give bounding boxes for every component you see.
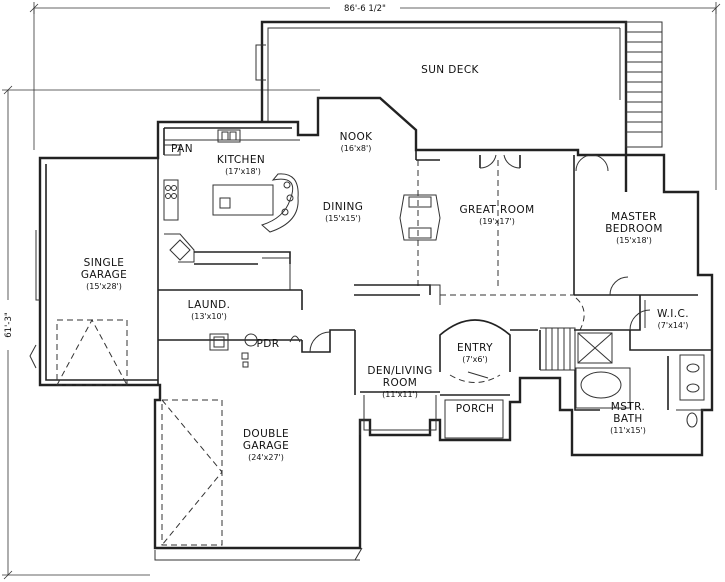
label-master-bedroom-2: BEDROOM [605,223,663,235]
fireplace [399,194,441,241]
exterior-walls [29,96,714,550]
label-master-bath-1: MSTR. [611,401,645,413]
den-porch [359,391,510,439]
label-den-2: ROOM [383,377,417,389]
label-laundry: LAUND. [188,299,231,311]
label-powder: PDR [257,338,280,350]
size-master-bedroom: (15'x18') [616,236,652,245]
laundry-fixtures [209,333,301,368]
width-dimension-text: 86'-6 1/2" [344,4,386,14]
size-master-bath: (11'x15') [610,426,646,435]
kitchen-fixtures [163,129,300,291]
deck-stairs [625,21,663,148]
sun-deck [255,20,663,192]
label-kitchen: KITCHEN [217,154,265,166]
label-wic: W.I.C. [657,308,689,320]
kitchen-island [212,173,299,233]
size-dining: (15'x15') [325,214,361,223]
size-great-room: (19'x17') [479,217,515,226]
label-master-bath-2: BATH [613,413,642,425]
label-dining: DINING [323,201,364,213]
label-double-garage-2: GARAGE [243,440,289,452]
label-single-garage-2: GARAGE [81,269,127,281]
label-den-1: DEN/LIVING [367,365,432,377]
label-entry: ENTRY [457,342,493,354]
size-entry: (7'x6') [462,355,488,364]
label-pantry: PAN [171,143,193,155]
size-double-garage: (24'x27') [248,453,284,462]
label-double-garage-1: DOUBLE [243,428,289,440]
entry-turret [439,319,511,383]
label-sun-deck: SUN DECK [421,64,479,76]
depth-dimension-text: 61'-3" [4,312,14,338]
size-single-garage: (15'x28') [86,282,122,291]
label-nook: NOOK [340,131,374,143]
size-laundry: (13'x10') [191,312,227,321]
garage-doors [56,318,363,561]
interior-walls [158,150,712,411]
size-kitchen: (17'x18') [225,167,261,176]
size-wic: (7'x14') [658,321,689,330]
room-labels: SUN DECK NOOK (16'x8') PAN KITCHEN (17'x… [81,64,689,462]
size-nook: (16'x8') [341,144,372,153]
label-porch: PORCH [456,403,495,415]
master-bath-fixtures [575,300,705,428]
label-single-garage-1: SINGLE [84,257,125,269]
width-dimension: 86'-6 1/2" [29,2,721,190]
label-great-room: GREAT ROOM [459,204,534,216]
depth-dimension: 61'-3" [2,85,320,580]
size-den: (11'x11') [382,390,418,399]
label-master-bedroom-1: MASTER [611,211,657,223]
